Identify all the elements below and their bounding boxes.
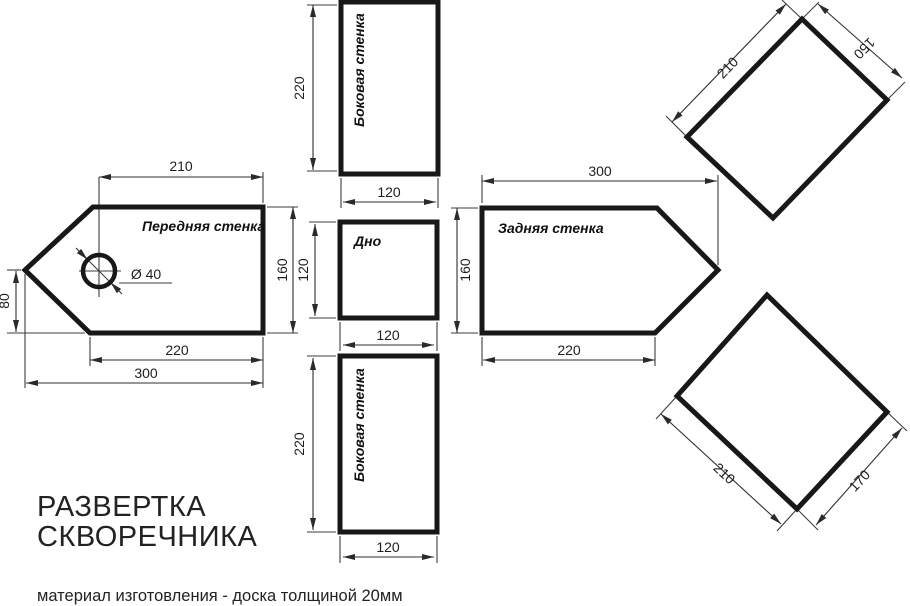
hole-arrow-lower xyxy=(110,282,123,295)
hole-diameter-line xyxy=(87,259,111,283)
dimension-lines xyxy=(13,3,903,560)
entrance-hole xyxy=(80,252,118,290)
extension-line xyxy=(796,508,819,531)
part-labels: Передняя стенка Задняя стенка Боковая ст… xyxy=(142,13,604,482)
dimension-line-roof-top-width xyxy=(817,3,903,79)
front-wall-overall-dimension: 300 xyxy=(134,365,158,381)
roof-panel-bottom-outline xyxy=(673,291,891,513)
extension-line xyxy=(886,81,906,101)
roof-panel-top-outline xyxy=(683,15,891,222)
front-wall-label: Передняя стенка xyxy=(142,218,265,234)
extension-line xyxy=(655,395,678,420)
hole-diameter-label: Ø 40 xyxy=(131,266,162,282)
side-wall-top-width-dimension: 120 xyxy=(377,184,401,200)
back-wall-top-dimension: 300 xyxy=(588,163,612,179)
back-wall-outline xyxy=(479,205,722,336)
side-wall-bottom-outline xyxy=(337,353,440,535)
extension-line xyxy=(776,508,798,532)
dimension-line-roof-top-length xyxy=(671,3,787,123)
bottom-panel-height-dimension: 120 xyxy=(295,258,311,282)
extension-line xyxy=(886,411,908,432)
hole-arrow-upper xyxy=(75,247,88,260)
material-note: материал изготовления - доска толщиной 2… xyxy=(37,587,403,605)
part-outlines xyxy=(21,0,891,535)
extension-line xyxy=(665,115,688,138)
drawing-title-line1: РАЗВЕРТКА xyxy=(37,491,207,523)
extension-line xyxy=(781,0,803,20)
front-wall-bottom-dimension: 220 xyxy=(165,342,189,358)
bottom-panel-outline xyxy=(337,219,440,321)
back-wall-label: Задняя стенка xyxy=(498,220,604,236)
side-wall-top-outline xyxy=(338,0,441,177)
front-wall-outline xyxy=(21,204,266,336)
roof-top-length-dimension: 210 xyxy=(714,53,742,81)
extension-lines xyxy=(7,0,908,563)
side-wall-top-label: Боковая стенка xyxy=(351,13,367,127)
dimension-line-roof-bottom-length xyxy=(660,413,782,525)
back-wall-height-dimension: 160 xyxy=(457,258,473,282)
bottom-panel-label: Дно xyxy=(353,233,382,249)
front-wall-top-dimension: 210 xyxy=(169,158,193,174)
front-wall-tip-dimension: 80 xyxy=(0,293,12,309)
drawing-title-line2: СКВОРЕЧНИКА xyxy=(37,521,258,553)
dimension-labels: 210 160 220 300 80 Ø 40 220 120 120 120 … xyxy=(0,35,878,555)
extension-line xyxy=(801,1,820,20)
side-wall-bottom-height-dimension: 220 xyxy=(291,432,307,456)
back-wall-bottom-dimension: 220 xyxy=(557,342,581,358)
side-wall-bottom-label: Боковая стенка xyxy=(351,368,367,482)
side-wall-top-height-dimension: 220 xyxy=(291,76,307,100)
dimension-line-roof-bottom-width xyxy=(815,427,903,526)
side-wall-bottom-width-dimension: 120 xyxy=(376,539,400,555)
roof-top-width-dimension: 150 xyxy=(850,35,878,63)
front-wall-right-dimension: 160 xyxy=(274,258,290,282)
drawing-title: РАЗВЕРТКА СКВОРЕЧНИКА xyxy=(37,492,257,552)
roof-bottom-width-dimension: 170 xyxy=(846,466,874,494)
bottom-panel-width-dimension: 120 xyxy=(376,327,400,343)
